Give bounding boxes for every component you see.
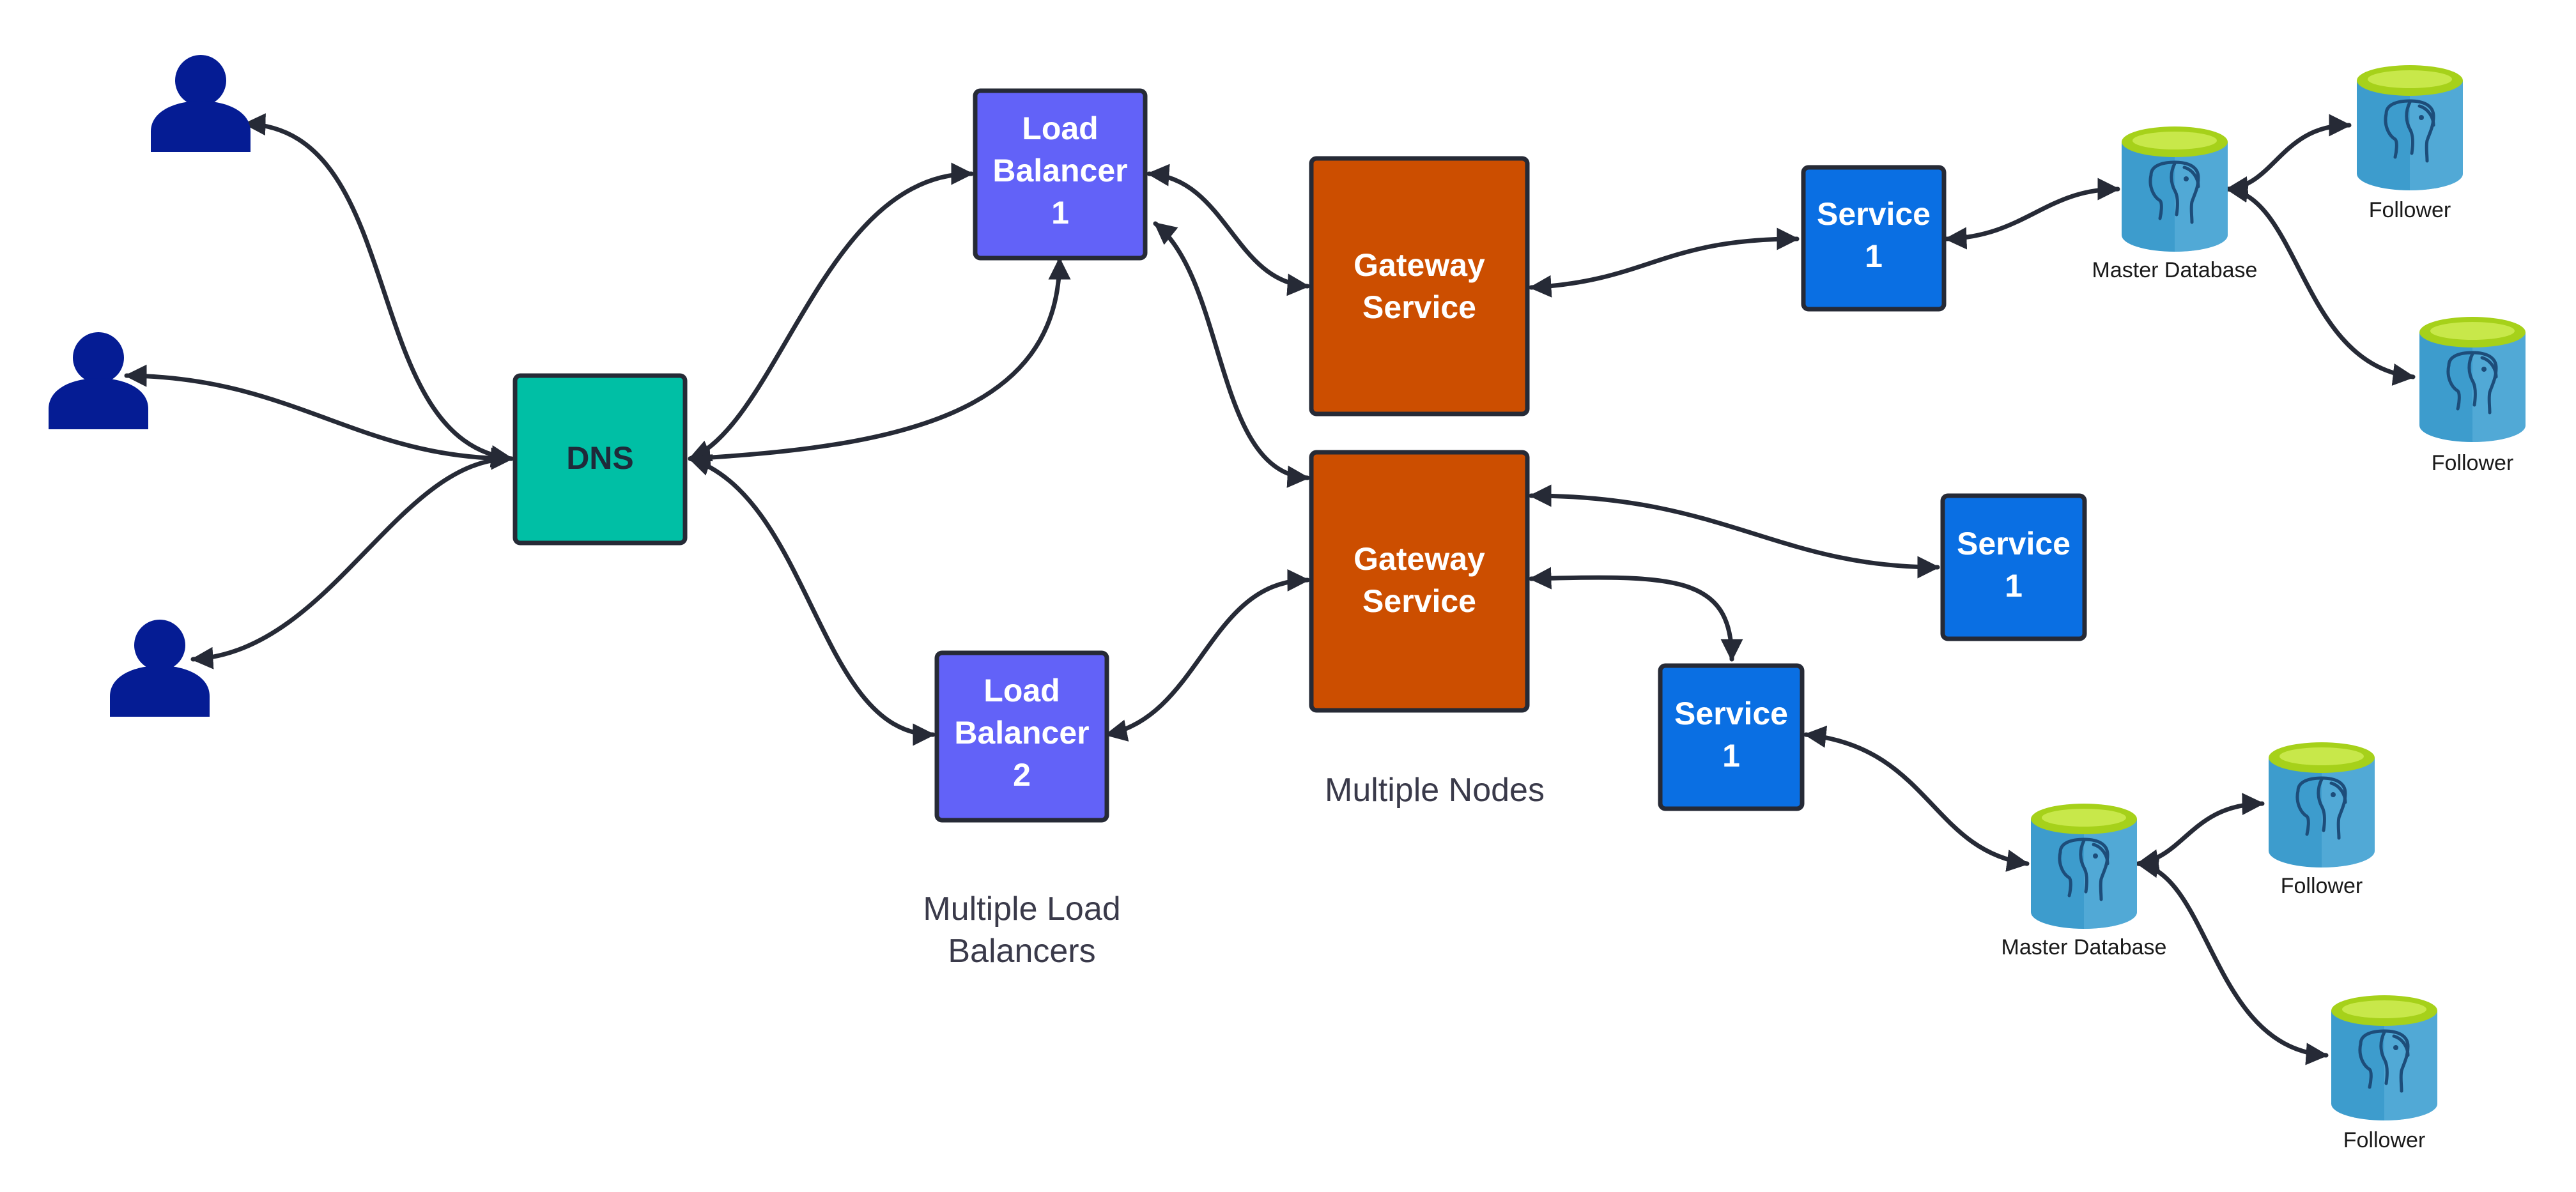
edge-user2-dns	[124, 364, 514, 470]
edge-lb1-gw2	[1153, 221, 1310, 488]
edge-lb2-gw2	[1104, 569, 1310, 742]
load-balancer-1[interactable]: Load Balancer 1	[973, 88, 1148, 261]
service-a[interactable]: Service 1	[1801, 165, 1947, 312]
person-icon	[151, 55, 251, 152]
postgres-elephant-icon	[2419, 317, 2526, 442]
svcA-label-line1: Service	[1817, 196, 1931, 232]
postgres-elephant-icon	[2269, 742, 2375, 867]
lb2-label-line2: Balancer	[954, 715, 1089, 751]
postgres-elephant-icon	[2031, 804, 2137, 929]
edge-user3-dns	[190, 447, 514, 669]
svcC-label-line2: 1	[1722, 738, 1740, 774]
svcB-label-line2: 1	[2005, 568, 2023, 604]
lb1-label-line1: Load	[1022, 111, 1098, 146]
gateway-service-2[interactable]: Gateway Service	[1309, 450, 1530, 713]
person-icon	[110, 620, 210, 717]
svcA-label-line2: 1	[1865, 238, 1883, 274]
follower-bottom-1-label: Follower	[2281, 874, 2363, 898]
lb1-label-line2: Balancer	[992, 153, 1127, 188]
caption-load-balancers-line1: Multiple Load	[923, 890, 1120, 928]
edge-svcC-master-bottom	[1803, 725, 2030, 872]
gw1-label-line2: Service	[1362, 289, 1476, 325]
dns-label: DNS	[566, 440, 634, 476]
edge-gw2-svcB	[1529, 484, 1940, 579]
edge-master-top-follower1	[2225, 114, 2352, 199]
connections	[124, 113, 2416, 1066]
follower-bottom-2-label: Follower	[2343, 1128, 2425, 1152]
dns-node[interactable]: DNS	[513, 373, 688, 546]
person-icon	[49, 332, 148, 429]
edge-svcA-master-top	[1944, 178, 2120, 250]
edge-master-bottom-follower1	[2136, 793, 2265, 872]
gw1-label-line1: Gateway	[1354, 247, 1485, 283]
edge-master-bottom-follower2	[2136, 855, 2329, 1066]
gw2-label-line2: Service	[1362, 583, 1476, 619]
lb2-label-line3: 2	[1013, 757, 1031, 793]
edge-lb1-gw1	[1146, 164, 1310, 296]
caption-load-balancers-line2: Balancers	[948, 933, 1095, 970]
master-db-top-label: Master Database	[2092, 258, 2258, 282]
captions: Multiple Load Balancers Multiple Nodes	[923, 772, 1545, 970]
caption-multiple-nodes: Multiple Nodes	[1325, 772, 1545, 809]
edge-gw2-svcC	[1529, 567, 1743, 662]
postgres-elephant-icon	[2357, 65, 2463, 190]
edge-dns-lb1-bottom	[688, 257, 1071, 469]
follower-top-2-label: Follower	[2432, 451, 2513, 475]
lb1-label-line3: 1	[1051, 195, 1069, 231]
edge-dns-lb2	[688, 454, 936, 746]
master-db-bottom-label: Master Database	[2001, 935, 2167, 959]
databases: Master Database Follower Follower Master…	[2001, 65, 2526, 1152]
service-c[interactable]: Service 1	[1658, 663, 1805, 811]
edge-dns-lb1-top	[688, 162, 974, 462]
follower-top-1-label: Follower	[2369, 198, 2451, 222]
svcC-label-line1: Service	[1674, 696, 1788, 731]
postgres-elephant-icon	[2122, 126, 2228, 252]
edge-gw1-svcA	[1529, 227, 1800, 298]
lb2-label-line1: Load	[983, 673, 1060, 708]
load-balancer-2[interactable]: Load Balancer 2	[934, 650, 1109, 823]
gw2-label-line1: Gateway	[1354, 541, 1485, 577]
gateway-service-1[interactable]: Gateway Service	[1309, 156, 1530, 416]
service-b[interactable]: Service 1	[1940, 493, 2087, 641]
postgres-elephant-icon	[2331, 995, 2437, 1120]
svcB-label-line1: Service	[1957, 526, 2071, 562]
edge-master-top-follower2	[2225, 180, 2416, 386]
edge-user1-dns	[243, 113, 514, 468]
